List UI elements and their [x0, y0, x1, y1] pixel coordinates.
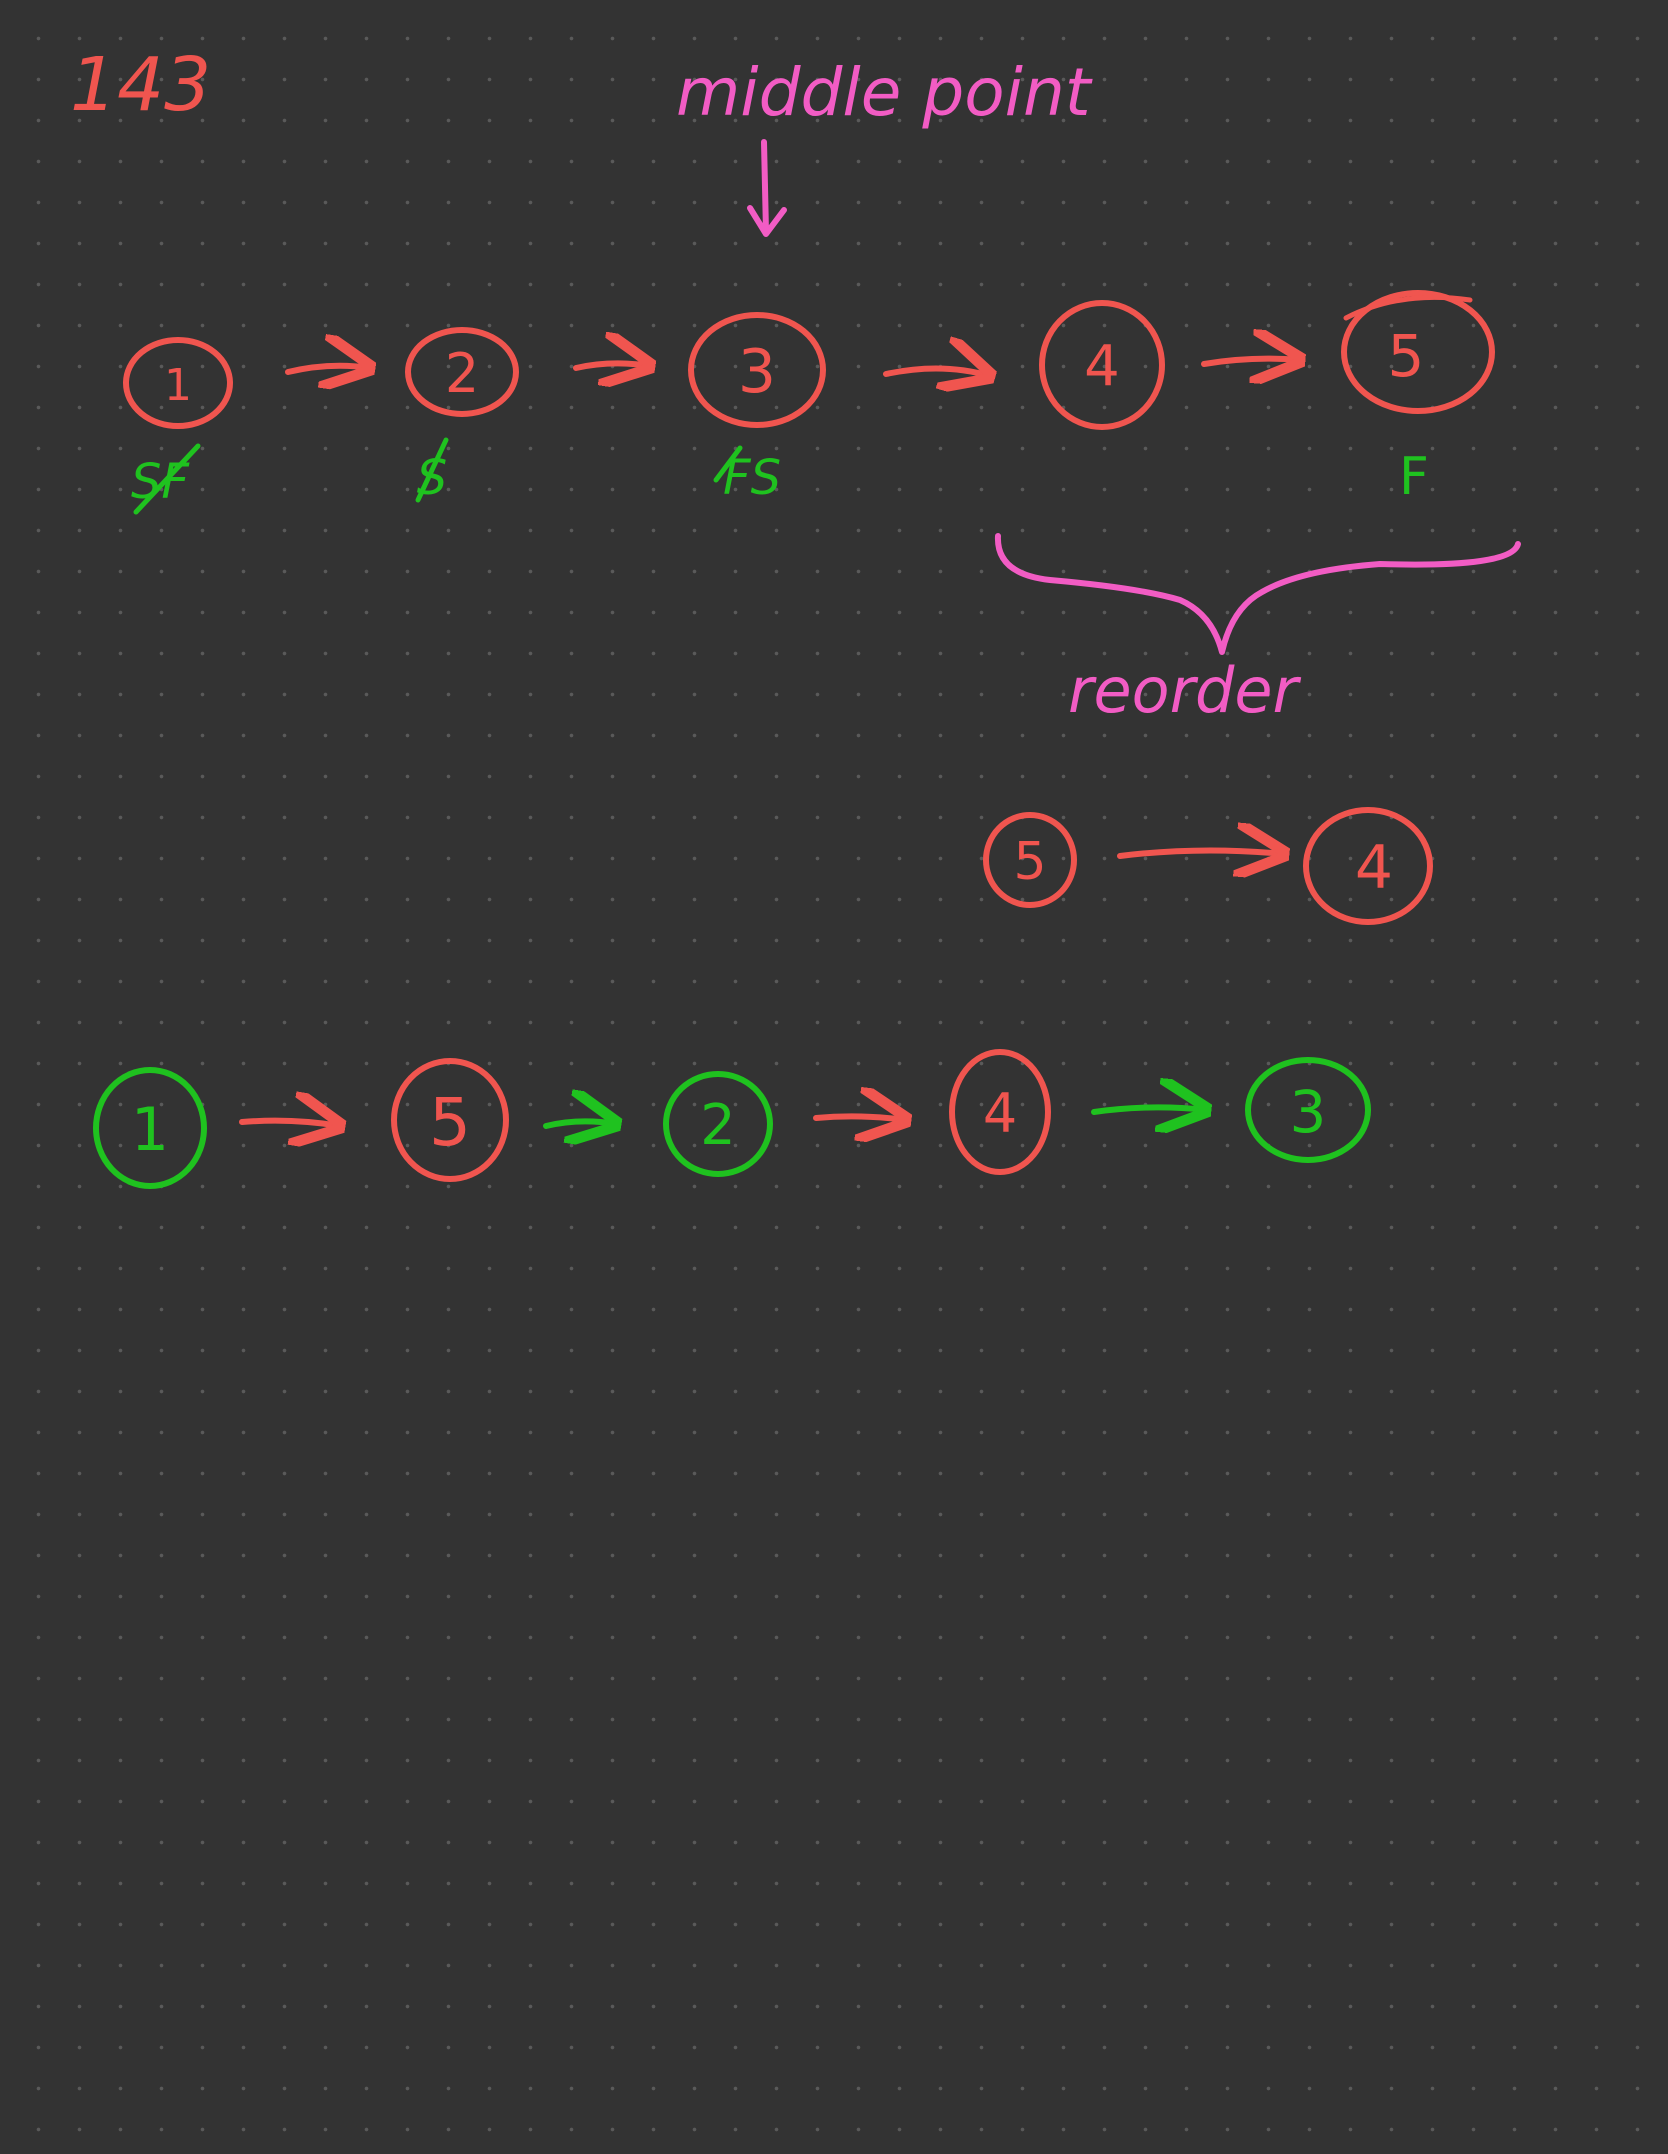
list-arrow — [1117, 850, 1284, 856]
reversed-half: 5 4 — [983, 807, 1433, 925]
node-value: 3 — [1290, 1078, 1327, 1146]
node-value: 1 — [164, 360, 192, 411]
node-value: 5 — [429, 1084, 471, 1161]
list-arrow — [1091, 1107, 1206, 1112]
list-node: 5 — [983, 812, 1077, 908]
pointer-label-text: F — [1399, 447, 1429, 507]
node-value: 4 — [1084, 334, 1120, 399]
list-arrow — [813, 1116, 906, 1120]
node-value: 5 — [1388, 322, 1425, 390]
list-node: 4 — [1039, 300, 1165, 430]
list-node: 5 — [391, 1058, 509, 1182]
pointer-label: F — [1399, 447, 1429, 507]
list-node: 4 — [949, 1049, 1051, 1175]
node-value: 2 — [445, 342, 479, 405]
list-node: 2 — [663, 1071, 773, 1177]
list-arrow — [573, 363, 650, 368]
list-arrow — [1201, 359, 1300, 364]
node-value: 5 — [1013, 832, 1046, 892]
list-arrow — [543, 1121, 616, 1126]
node-value: 3 — [738, 337, 776, 407]
pointer-labels: SF S FS F — [131, 437, 1429, 515]
list-arrow — [285, 366, 370, 372]
pointer-label: S — [415, 437, 449, 506]
reorder-label: reorder — [1068, 654, 1302, 727]
list-node: 1 — [93, 1067, 207, 1189]
pointer-label: SF — [131, 443, 201, 515]
list-node: 4 — [1303, 807, 1433, 925]
node-value: 1 — [131, 1095, 169, 1165]
node-value: 2 — [700, 1093, 736, 1158]
result-list: 1 5 2 4 3 — [93, 1049, 1371, 1189]
middle-point-arrow — [747, 139, 787, 237]
node-value: 4 — [1355, 833, 1393, 903]
list-node: 3 — [688, 312, 826, 428]
list-node: 2 — [405, 327, 519, 417]
list-arrow — [883, 368, 990, 376]
middle-point-label: middle point — [676, 54, 1093, 131]
reorder-brace — [994, 533, 1521, 655]
list-arrow — [239, 1121, 340, 1126]
list-node: 3 — [1245, 1057, 1371, 1163]
node-value: 4 — [983, 1082, 1017, 1145]
original-list: 1 2 3 4 5 — [123, 290, 1495, 430]
pointer-label: FS — [713, 445, 781, 506]
page-number: 143 — [70, 42, 211, 128]
list-node: 5 — [1341, 290, 1495, 414]
list-node: 1 — [123, 337, 233, 429]
